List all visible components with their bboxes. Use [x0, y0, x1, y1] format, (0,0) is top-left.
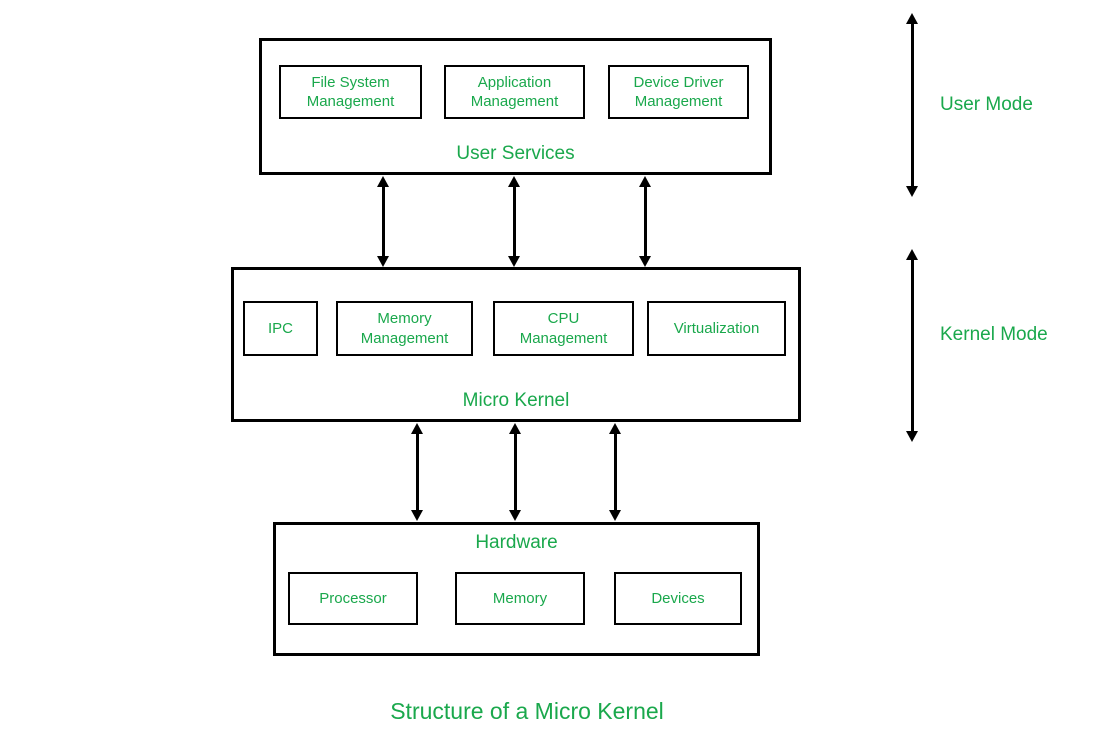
memory-label: Memory	[492, 589, 548, 607]
user-services-title: User Services	[456, 143, 575, 164]
memory-box: Memory	[455, 572, 585, 625]
kernel-mode-label: Kernel Mode	[940, 324, 1048, 345]
user-mode-span-arrow	[905, 13, 919, 197]
double-arrow-user-kernel-3	[638, 176, 652, 267]
kernel-mode-span-arrow	[905, 249, 919, 442]
devices-label: Devices	[651, 589, 705, 607]
device-driver-management-label: Device Driver Management	[633, 73, 724, 111]
ipc-box: IPC	[243, 301, 318, 356]
micro-kernel-box: IPC Memory Management CPU Management Vir…	[231, 267, 801, 422]
devices-box: Devices	[614, 572, 742, 625]
micro-kernel-title: Micro Kernel	[462, 390, 570, 411]
memory-management-label: Memory Management	[360, 310, 449, 347]
diagram-caption: Structure of a Micro Kernel	[390, 698, 664, 724]
double-arrow-kernel-hardware-2	[508, 423, 522, 521]
memory-management-box: Memory Management	[336, 301, 473, 356]
double-arrow-user-kernel-2	[507, 176, 521, 267]
hardware-box: Hardware Processor Memory Devices	[273, 522, 760, 656]
ipc-label: IPC	[267, 319, 293, 337]
processor-label: Processor	[319, 589, 387, 607]
cpu-management-label: CPU Management	[519, 310, 608, 347]
cpu-management-box: CPU Management	[493, 301, 634, 356]
user-mode-label: User Mode	[940, 94, 1033, 115]
file-system-management-label: File System Management	[306, 73, 395, 111]
device-driver-management-box: Device Driver Management	[608, 65, 749, 119]
double-arrow-kernel-hardware-3	[608, 423, 622, 521]
application-management-label: Application Management	[470, 73, 559, 111]
user-services-box: File System Management Application Manag…	[259, 38, 772, 175]
double-arrow-user-kernel-1	[376, 176, 390, 267]
virtualization-label: Virtualization	[673, 319, 760, 337]
processor-box: Processor	[288, 572, 418, 625]
double-arrow-kernel-hardware-1	[410, 423, 424, 521]
application-management-box: Application Management	[444, 65, 585, 119]
file-system-management-box: File System Management	[279, 65, 422, 119]
virtualization-box: Virtualization	[647, 301, 786, 356]
hardware-title: Hardware	[475, 532, 558, 553]
